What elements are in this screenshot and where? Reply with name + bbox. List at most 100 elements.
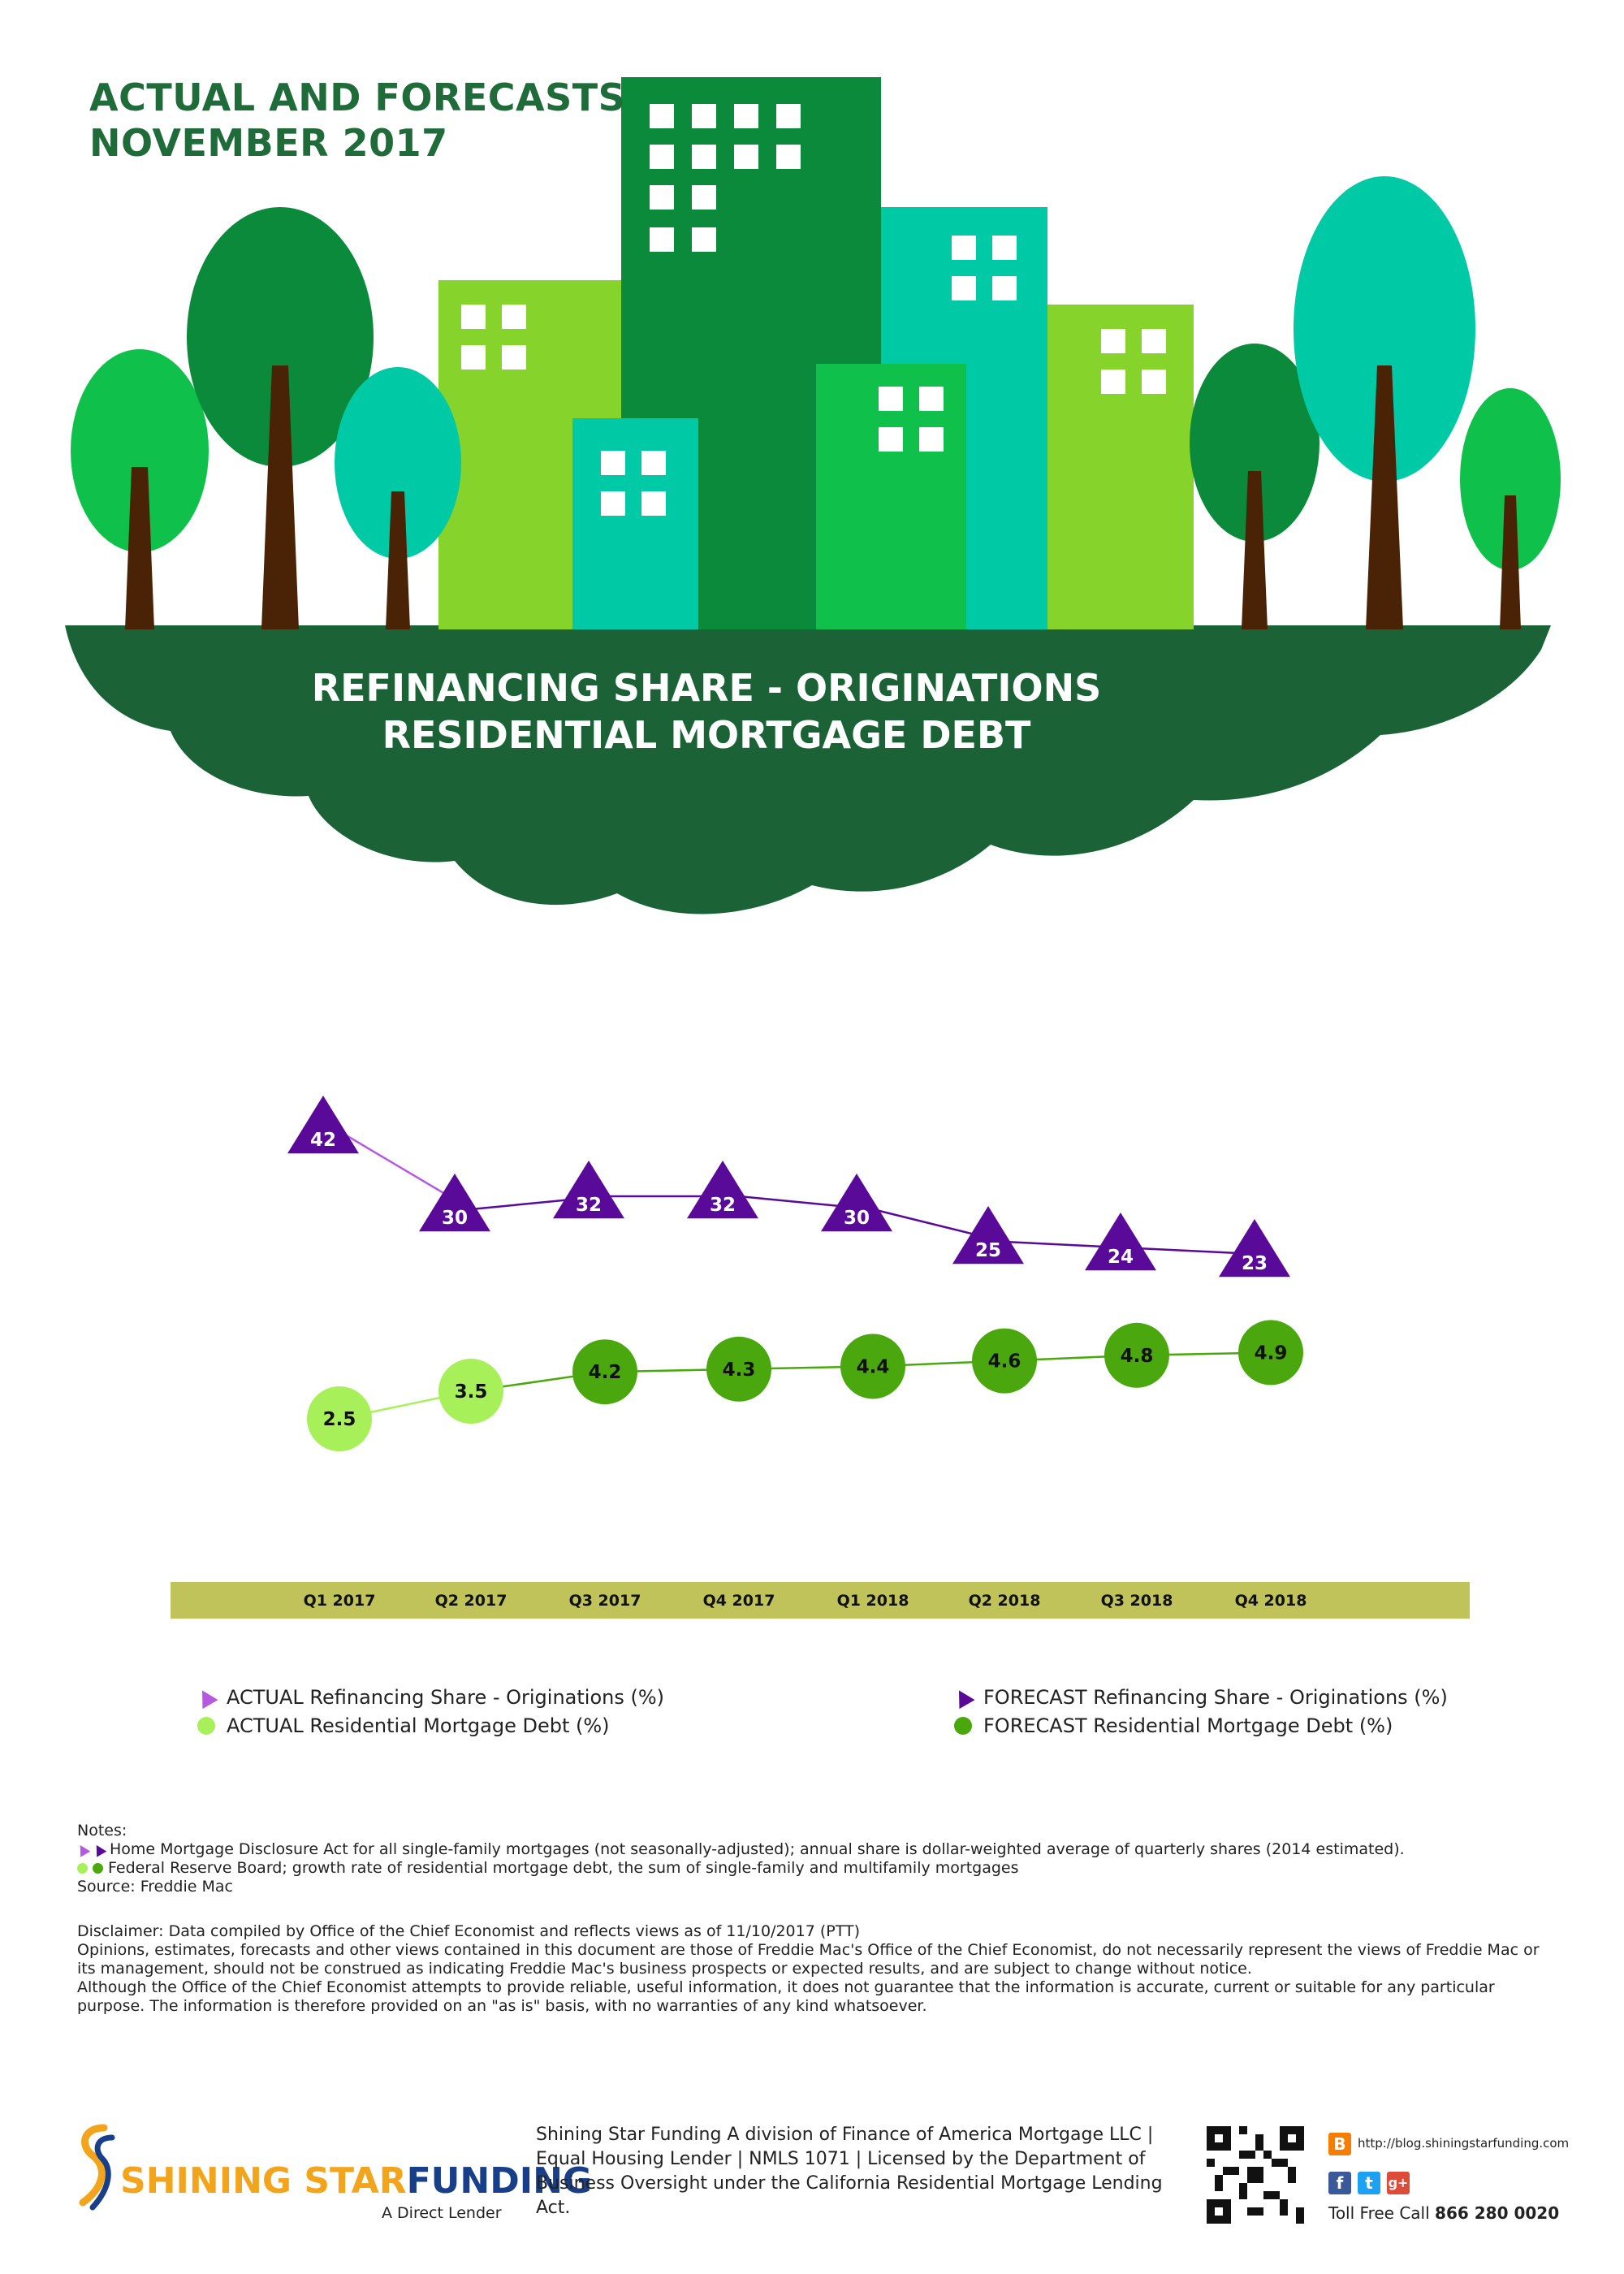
debt-data-label: 4.4 — [857, 1356, 890, 1377]
debt-point: 4.4 — [840, 1334, 905, 1399]
debt-circle-mark — [438, 1359, 503, 1424]
twitter-icon[interactable]: t — [1358, 2172, 1380, 2194]
triangle-icon — [951, 1685, 975, 1710]
refi-triangle-mark — [553, 1161, 624, 1219]
refi-point: 23 — [1219, 1219, 1290, 1278]
source-label: Source: — [77, 1878, 136, 1896]
page-title: ACTUAL AND FORECASTS NOVEMBER 2017 — [89, 75, 658, 166]
logo-word-shining: SHINING — [120, 2160, 292, 2202]
debt-point: 4.3 — [706, 1336, 771, 1402]
debt-data-label: 4.9 — [1255, 1342, 1288, 1364]
refi-triangle-mark — [952, 1206, 1024, 1265]
debt-point: 4.9 — [1238, 1320, 1303, 1386]
circle-icon — [197, 1717, 215, 1735]
refi-data-label: 42 — [310, 1130, 336, 1151]
circle-icon — [77, 1863, 88, 1874]
x-tick-label: Q4 2017 — [703, 1592, 775, 1610]
title-line-2: NOVEMBER 2017 — [89, 121, 448, 165]
legend-label: FORECAST Residential Mortgage Debt (%) — [983, 1714, 1393, 1737]
refi-triangle-mark — [419, 1174, 490, 1232]
hero-illustration — [65, 77, 1561, 914]
toll-free-number[interactable]: 866 280 0020 — [1435, 2203, 1560, 2223]
source-value: Freddie Mac — [140, 1878, 233, 1896]
refi-point: 32 — [553, 1161, 624, 1219]
subtitle-line-1: REFINANCING SHARE - ORIGINATIONS — [311, 666, 1102, 710]
disclaimer-para2: Opinions, estimates, forecasts and other… — [77, 1941, 1540, 1978]
debt-point: 2.5 — [307, 1386, 372, 1451]
logo-mark-icon — [79, 2124, 115, 2211]
refi-point: 24 — [1085, 1213, 1156, 1271]
refi-data-label: 32 — [576, 1195, 602, 1216]
toll-free-label: Toll Free Call — [1328, 2203, 1430, 2223]
debt-data-label: 2.5 — [323, 1409, 356, 1430]
subtitle-line-2: RESIDENTIAL MORTGAGE DEBT — [382, 713, 1031, 757]
refi-triangle-mark — [1219, 1219, 1290, 1278]
debt-circle-mark — [307, 1386, 372, 1451]
logo-word-star: STAR — [304, 2160, 407, 2202]
disclaimer-label: Disclaimer: — [77, 1922, 164, 1940]
refi-data-label: 32 — [710, 1195, 736, 1216]
refi-data-label: 30 — [844, 1208, 870, 1229]
disclaimer-text: Data compiled by Office of the Chief Eco… — [168, 1922, 861, 1940]
debt-point: 4.2 — [572, 1339, 637, 1405]
disclaimer-section: Disclaimer: Data compiled by Office of t… — [77, 1922, 1555, 2016]
debt-circle-mark — [1104, 1322, 1169, 1388]
logo-word-funding: FUNDING — [406, 2160, 593, 2202]
x-tick-label: Q1 2017 — [304, 1592, 376, 1610]
circle-icon — [93, 1863, 103, 1874]
refi-data-label: 30 — [442, 1208, 468, 1229]
debt-circle-mark — [572, 1339, 637, 1405]
note-refi: Home Mortgage Disclosure Act for all sin… — [75, 1840, 1555, 1859]
refi-data-label: 24 — [1108, 1247, 1134, 1268]
refi-triangle-mark — [287, 1096, 359, 1154]
debt-data-label: 4.8 — [1121, 1346, 1154, 1367]
ground-cloud — [65, 625, 1551, 914]
refi-triangle-mark — [687, 1161, 758, 1219]
debt-circle-mark — [1238, 1320, 1303, 1386]
note-text: Federal Reserve Board; growth rate of re… — [108, 1859, 1019, 1877]
legend-item-actual-refi: ACTUAL Refinancing Share - Originations … — [194, 1685, 664, 1710]
legend-item-forecast-refi: FORECAST Refinancing Share - Origination… — [951, 1685, 1448, 1710]
blogger-icon[interactable]: B — [1328, 2133, 1351, 2155]
note-text: Home Mortgage Disclosure Act for all sin… — [110, 1840, 1405, 1858]
refi-point: 30 — [821, 1174, 892, 1232]
refi-triangle-mark — [821, 1174, 892, 1232]
facebook-icon[interactable]: f — [1328, 2172, 1351, 2194]
circle-icon — [954, 1717, 972, 1735]
debt-point: 4.6 — [972, 1328, 1037, 1394]
source-line: Source: Freddie Mac — [77, 1878, 1555, 1896]
toll-free-phone: Toll Free Call 866 280 0020 — [1328, 2203, 1559, 2223]
refi-data-label: 25 — [975, 1240, 1001, 1261]
chart-legend: ACTUAL Refinancing Share - Originations … — [0, 1675, 1624, 1748]
refi-data-label: 23 — [1242, 1253, 1268, 1274]
company-info: Shining Star Funding A division of Finan… — [536, 2125, 1163, 2218]
legend-item-forecast-debt: FORECAST Residential Mortgage Debt (%) — [954, 1714, 1393, 1737]
debt-circle-mark — [972, 1328, 1037, 1394]
refi-point: 32 — [687, 1161, 758, 1219]
triangle-icon — [91, 1842, 107, 1857]
note-debt: Federal Reserve Board; growth rate of re… — [77, 1859, 1555, 1878]
google-plus-icon[interactable]: g+ — [1387, 2172, 1410, 2194]
x-tick-label: Q3 2018 — [1101, 1592, 1173, 1610]
legend-label: ACTUAL Residential Mortgage Debt (%) — [227, 1714, 610, 1737]
qr-code-icon — [1207, 2126, 1304, 2224]
refi-triangle-mark — [1085, 1213, 1156, 1271]
windows — [461, 104, 1166, 516]
refi-point: 25 — [952, 1206, 1024, 1265]
debt-circle-mark — [840, 1334, 905, 1399]
chart-subtitle: REFINANCING SHARE - ORIGINATIONS RESIDEN… — [244, 664, 1169, 759]
legend-item-actual-debt: ACTUAL Residential Mortgage Debt (%) — [197, 1714, 610, 1737]
triangle-icon — [75, 1842, 91, 1857]
refi-point: 30 — [419, 1174, 490, 1232]
blog-link[interactable]: http://blog.shiningstarfunding.com — [1358, 2136, 1570, 2151]
trees — [71, 176, 1561, 629]
legend-label: FORECAST Refinancing Share - Origination… — [983, 1686, 1448, 1709]
logo-wordmark: SHINING STARFUNDING — [120, 2160, 592, 2202]
x-tick-label: Q4 2018 — [1235, 1592, 1307, 1610]
debt-circle-mark — [706, 1336, 771, 1402]
debt-point: 4.8 — [1104, 1322, 1169, 1388]
triangle-icon — [194, 1685, 218, 1710]
title-line-1: ACTUAL AND FORECASTS — [89, 76, 626, 119]
debt-data-label: 3.5 — [455, 1381, 488, 1403]
disclaimer-para3: Although the Office of the Chief Economi… — [77, 1978, 1495, 2015]
